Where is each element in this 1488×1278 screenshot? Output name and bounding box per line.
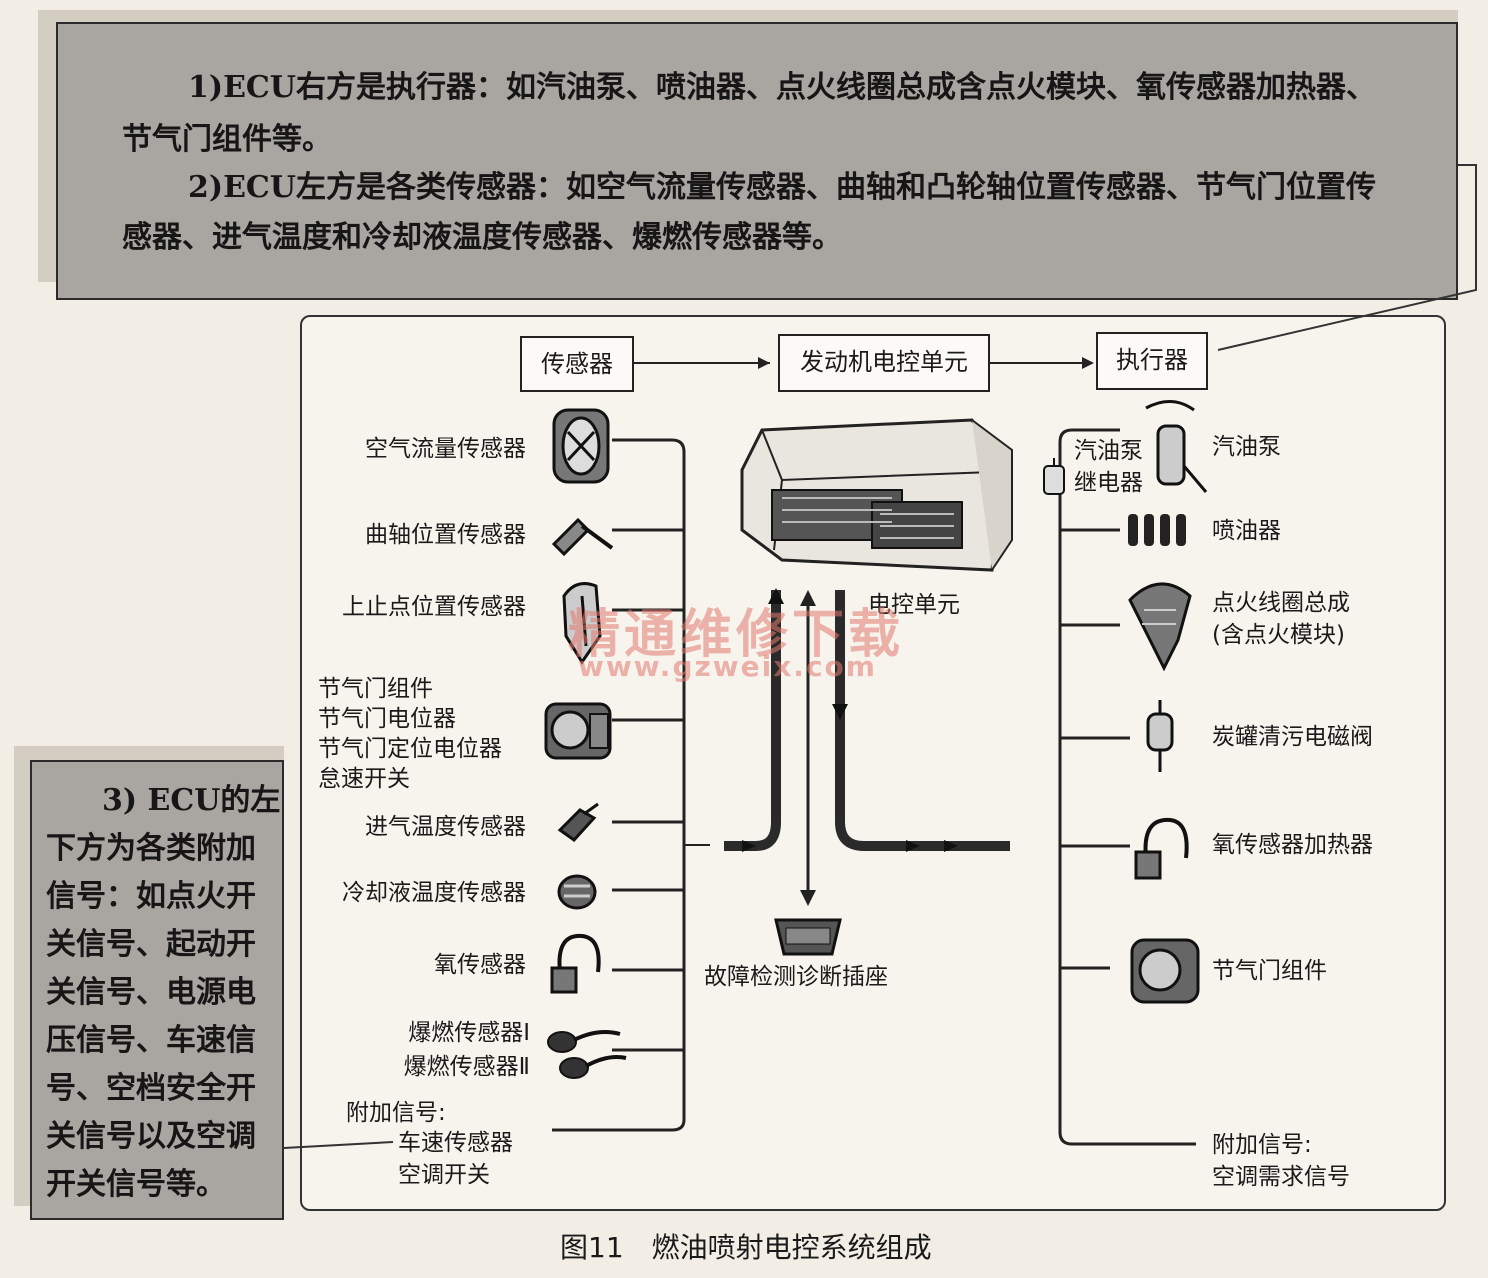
coolant-temp-sensor-icon — [557, 874, 597, 910]
watermark-url: www.gzweix.com — [578, 650, 877, 683]
label-knock-sensor-1: 爆燃传感器Ⅰ — [408, 1020, 530, 1046]
note-para1-line1: 1)ECU右方是执行器：如汽油泵、喷油器、点火线圈总成含点火模块、氧传感器加热器… — [188, 70, 1376, 105]
label-ac-switch: 空调开关 — [398, 1162, 490, 1188]
label-ecu-unit: 电控单元 — [868, 592, 960, 618]
label-diagnostic-socket: 故障检测诊断插座 — [704, 964, 888, 990]
fuel-pump-relay-icon — [1043, 458, 1065, 495]
note-left-line: 关信号以及空调 — [46, 1119, 256, 1154]
label-fuel-pump: 汽油泵 — [1212, 434, 1281, 460]
ignition-coil-icon — [1128, 582, 1192, 672]
tdc-sensor-icon — [562, 582, 602, 665]
label-vehicle-speed-sensor: 车速传感器 — [398, 1130, 513, 1156]
label-fuel-pump-relay-1: 汽油泵 — [1074, 438, 1143, 464]
label-extra-signals-left: 附加信号: — [346, 1100, 446, 1126]
note-left-line: 开关信号等。 — [46, 1167, 226, 1202]
label-throttle-assembly: 节气门组件 — [318, 676, 433, 702]
label-ac-demand-signal: 空调需求信号 — [1212, 1164, 1350, 1190]
sensors-header-label: 传感器 — [541, 350, 613, 378]
ecu-header-box: 发动机电控单元 — [778, 334, 990, 392]
label-injector: 喷油器 — [1212, 518, 1281, 544]
label-canister-purge-valve: 炭罐清污电磁阀 — [1212, 724, 1373, 750]
note-left-line: 信号：如点火开 — [46, 879, 256, 914]
diagnostic-socket-icon — [774, 918, 842, 956]
label-tdc-sensor: 上止点位置传感器 — [342, 594, 526, 620]
top-annotation-box: 1)ECU右方是执行器：如汽油泵、喷油器、点火线圈总成含点火模块、氧传感器加热器… — [56, 22, 1458, 300]
knock-sensor-icon — [547, 1030, 627, 1079]
label-ignition-module: (含点火模块) — [1212, 622, 1345, 648]
label-throttle-assembly-actuator: 节气门组件 — [1212, 958, 1327, 984]
throttle-body-actuator-icon — [1130, 938, 1200, 1004]
o2-heater-icon — [1134, 817, 1189, 880]
label-fuel-pump-relay-2: 继电器 — [1074, 470, 1143, 496]
note-left-line: 压信号、车速信 — [46, 1023, 256, 1058]
oxygen-sensor-icon — [550, 933, 601, 994]
label-intake-temp-sensor: 进气温度传感器 — [365, 814, 526, 840]
label-oxygen-sensor: 氧传感器 — [434, 952, 526, 978]
note-left-line: 3) ECU的左 — [102, 783, 281, 818]
label-air-flow-sensor: 空气流量传感器 — [365, 436, 526, 462]
label-ignition-coil: 点火线圈总成 — [1212, 590, 1350, 616]
canister-purge-valve-icon — [1146, 700, 1174, 772]
watermark-text: 精通维修下载 — [568, 605, 905, 665]
label-coolant-temp-sensor: 冷却液温度传感器 — [342, 880, 526, 906]
throttle-body-sensor-icon — [544, 702, 612, 760]
ecu-unit-icon — [740, 418, 1013, 572]
note-left-line: 下方为各类附加 — [46, 831, 256, 866]
fuel-pump-icon — [1145, 400, 1208, 493]
intake-temp-sensor-icon — [557, 802, 599, 842]
note-para2-line2: 感器、进气温度和冷却液温度传感器、爆燃传感器等。 — [122, 220, 842, 255]
figure-caption: 图11 燃油喷射电控系统组成 — [560, 1231, 932, 1264]
label-throttle-potentiometer: 节气门电位器 — [318, 706, 456, 732]
label-o2-sensor-heater: 氧传感器加热器 — [1212, 832, 1373, 858]
note-para1-line2: 节气门组件等。 — [122, 122, 332, 157]
air-flow-sensor-icon — [552, 408, 610, 484]
label-throttle-positioner: 节气门定位电位器 — [318, 736, 502, 762]
note-left-line: 关信号、起动开 — [46, 927, 256, 962]
crankshaft-sensor-icon — [551, 517, 614, 557]
ecu-header-label: 发动机电控单元 — [800, 348, 968, 376]
note-left-line: 关信号、电源电 — [46, 975, 256, 1010]
label-knock-sensor-2: 爆燃传感器Ⅱ — [403, 1054, 530, 1080]
left-annotation-box: 3) ECU的左 下方为各类附加 信号：如点火开 关信号、起动开 关信号、电源电… — [30, 760, 284, 1220]
note-left-line: 号、空档安全开 — [46, 1071, 256, 1106]
label-idle-switch: 怠速开关 — [318, 766, 410, 792]
label-extra-signals-right: 附加信号: — [1212, 1132, 1312, 1158]
label-crank-position-sensor: 曲轴位置传感器 — [365, 522, 526, 548]
sensors-header-box: 传感器 — [520, 336, 634, 392]
injector-icon — [1128, 514, 1186, 546]
actuators-header-box: 执行器 — [1096, 332, 1208, 390]
actuators-header-label: 执行器 — [1116, 346, 1188, 374]
note-para2-line1: 2)ECU左方是各类传感器：如空气流量传感器、曲轴和凸轮轴位置传感器、节气门位置… — [188, 170, 1376, 205]
